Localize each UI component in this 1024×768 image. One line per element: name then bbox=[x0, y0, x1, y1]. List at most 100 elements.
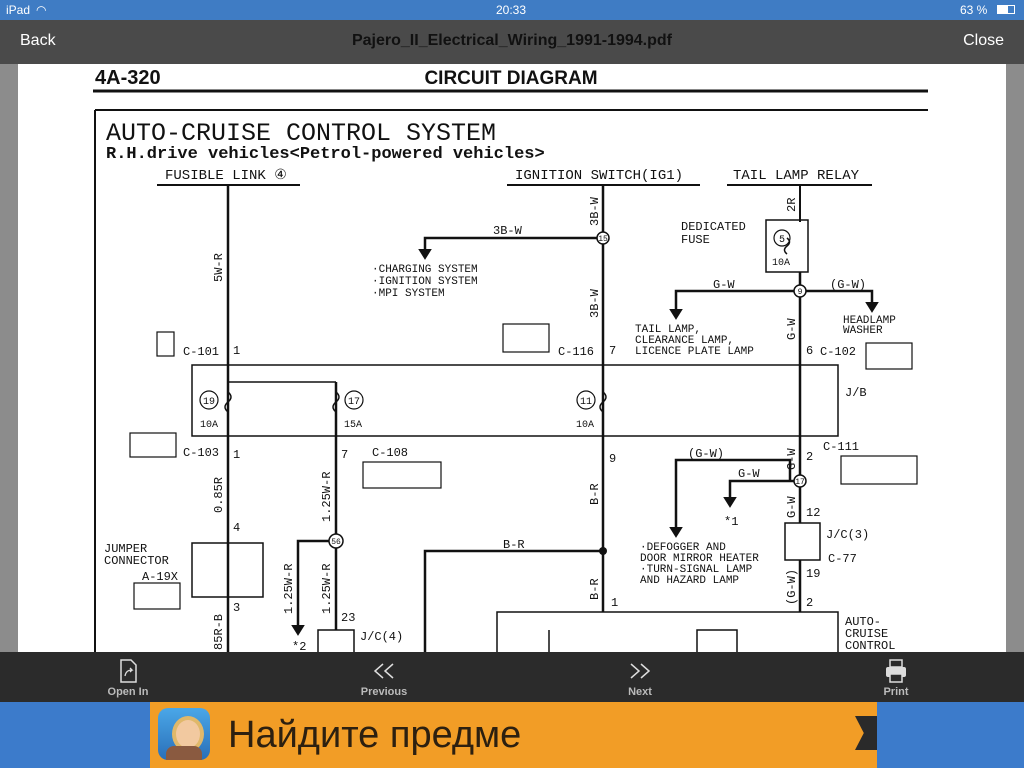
connector-label: C-101 bbox=[183, 345, 219, 359]
circuit-diagram: 4A-320 CIRCUIT DIAGRAM AUTO-CRUISE CONTR… bbox=[93, 67, 928, 652]
close-button[interactable]: Close bbox=[963, 32, 1004, 49]
fuse-number: 5 bbox=[779, 235, 785, 246]
label: CONNECTOR bbox=[104, 554, 169, 568]
pin: 1 bbox=[233, 344, 240, 358]
page-code: 4A-320 bbox=[95, 67, 161, 89]
wire-label: 85R-B bbox=[212, 614, 226, 650]
label: ·DEFOGGER AND bbox=[640, 542, 726, 554]
wire-label: B-R bbox=[503, 538, 525, 552]
clock: 20:33 bbox=[496, 3, 527, 17]
wire-label: B-R bbox=[588, 483, 602, 505]
pin: 1 bbox=[611, 596, 618, 610]
device-name: iPad bbox=[6, 3, 31, 17]
label: AUTO- bbox=[845, 615, 881, 629]
bottom-toolbar: Open In Previous Next Print bbox=[0, 652, 1024, 702]
junction: 15 bbox=[598, 235, 608, 244]
connector-label: C-116 bbox=[558, 345, 594, 359]
wire-label: (G-W) bbox=[830, 278, 866, 292]
status-bar: iPad ◠ 20:33 63 % bbox=[0, 0, 1024, 20]
junction: 17 bbox=[795, 478, 805, 487]
share-icon bbox=[120, 659, 137, 683]
wire-label: (G-W) bbox=[688, 447, 724, 461]
label: J/C(4) bbox=[360, 630, 403, 644]
pin: 2 bbox=[806, 596, 813, 610]
connector-label: C-102 bbox=[820, 345, 856, 359]
wire-label: G-W bbox=[785, 448, 799, 470]
label: AND HAZARD LAMP bbox=[640, 575, 739, 587]
label: TAIL LAMP, bbox=[635, 324, 701, 336]
label: WASHER bbox=[843, 325, 883, 337]
game-app-icon bbox=[158, 708, 210, 760]
fast-forward-icon bbox=[630, 663, 651, 679]
printer-icon bbox=[886, 659, 906, 683]
fuse-rating: 15A bbox=[344, 420, 362, 431]
wire-label: G-W bbox=[785, 318, 799, 340]
wire-label: G-W bbox=[713, 278, 735, 292]
print-label: Print bbox=[883, 686, 909, 698]
label: ·TURN-SIGNAL LAMP bbox=[640, 564, 753, 576]
wire-label: 2R bbox=[785, 198, 799, 212]
pin: 23 bbox=[341, 611, 355, 625]
wire-label: 5W-R bbox=[212, 253, 226, 282]
fuse-rating: 10A bbox=[576, 420, 594, 431]
label: A-19X bbox=[142, 570, 178, 584]
label: CLEARANCE LAMP, bbox=[635, 335, 734, 347]
wire-label: 3B-W bbox=[493, 224, 523, 238]
label: ·MPI SYSTEM bbox=[372, 288, 445, 300]
ignition-switch-label: IGNITION SWITCH(IG1) bbox=[515, 168, 683, 184]
open-in-label: Open In bbox=[107, 686, 149, 698]
junction: 9 bbox=[798, 288, 803, 297]
print-button[interactable]: Print bbox=[856, 658, 936, 698]
pdf-page[interactable] bbox=[18, 64, 1006, 652]
label: ·IGNITION SYSTEM bbox=[372, 276, 478, 288]
fusible-link-label: FUSIBLE LINK ④ bbox=[165, 168, 287, 184]
label: CONTROL bbox=[845, 639, 895, 652]
label: DEDICATED bbox=[681, 220, 746, 234]
junction: 56 bbox=[331, 538, 341, 547]
wifi-icon: ◠ bbox=[36, 3, 47, 17]
wire-label: 3B-W bbox=[588, 288, 602, 318]
label: ·CHARGING SYSTEM bbox=[372, 264, 478, 276]
wire-label: 3B-W bbox=[588, 196, 602, 226]
open-in-button[interactable]: Open In bbox=[88, 658, 168, 698]
pin: 6 bbox=[806, 344, 813, 358]
pin: 7 bbox=[341, 448, 348, 462]
pin: 4 bbox=[233, 521, 240, 535]
pin: 1 bbox=[233, 448, 240, 462]
system-title: AUTO-CRUISE CONTROL SYSTEM bbox=[106, 119, 496, 148]
pin: 9 bbox=[609, 452, 616, 466]
wire-label: G-W bbox=[738, 467, 760, 481]
label: JUMPER bbox=[104, 542, 147, 556]
label: CRUISE bbox=[845, 627, 888, 641]
wire-label: 1.25W-R bbox=[320, 564, 334, 614]
label: *1 bbox=[724, 515, 738, 529]
next-label: Next bbox=[628, 686, 652, 698]
fuse-rating: 10A bbox=[200, 420, 218, 431]
connector-label: C-108 bbox=[372, 446, 408, 460]
rewind-icon bbox=[373, 663, 394, 679]
connector-label: C-111 bbox=[823, 440, 859, 454]
label: DOOR MIRROR HEATER bbox=[640, 553, 759, 565]
pin: 12 bbox=[806, 506, 820, 520]
fuse-rating: 10A bbox=[772, 258, 790, 269]
ad-banner-area: Найдите предме bbox=[0, 702, 1024, 768]
battery-percent: 63 % bbox=[960, 3, 988, 17]
battery-icon bbox=[997, 5, 1015, 14]
ad-banner[interactable]: Найдите предме bbox=[150, 702, 877, 768]
wire-label: G-W bbox=[785, 496, 799, 518]
wire-label: B-R bbox=[588, 578, 602, 600]
system-subtitle: R.H.drive vehicles<Petrol-powered vehicl… bbox=[106, 145, 545, 164]
back-button[interactable]: Back bbox=[20, 32, 56, 49]
document-title: Pajero_II_Electrical_Wiring_1991-1994.pd… bbox=[351, 32, 672, 49]
wire-label: 1.25W-R bbox=[320, 472, 334, 522]
fuse-number: 11 bbox=[580, 397, 592, 408]
ad-text: Найдите предме bbox=[228, 714, 522, 756]
label: C-77 bbox=[828, 552, 857, 566]
next-button[interactable]: Next bbox=[600, 658, 680, 698]
label: *2 bbox=[292, 640, 306, 652]
pin: 2 bbox=[806, 450, 813, 464]
label: LICENCE PLATE LAMP bbox=[635, 346, 754, 358]
previous-button[interactable]: Previous bbox=[344, 658, 424, 698]
fuse-number: 19 bbox=[203, 397, 215, 408]
pin: 3 bbox=[233, 601, 240, 615]
